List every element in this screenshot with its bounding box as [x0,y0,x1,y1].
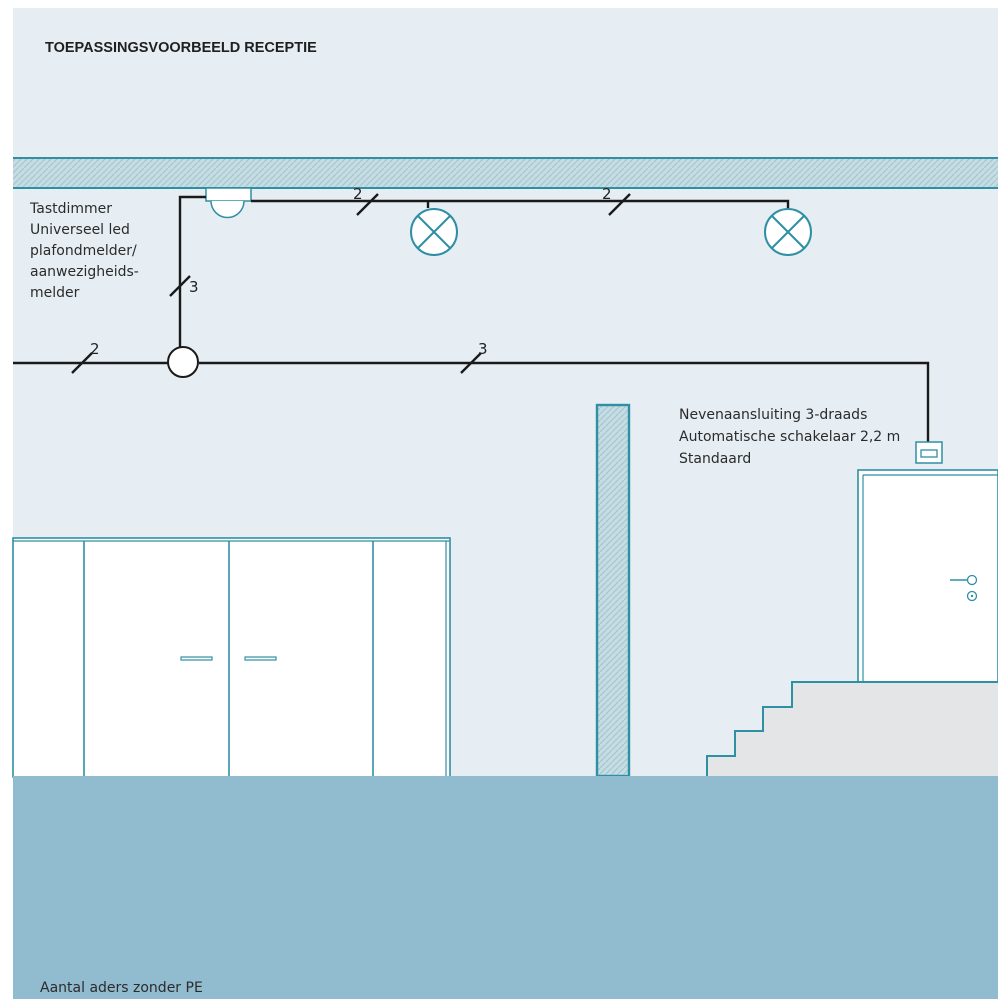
ceiling-detector-icon [205,187,252,219]
wire-count-ceiling-right: 2 [602,185,612,203]
switch-label-line: Automatische schakelaar 2,2 m [679,429,900,445]
column [595,403,631,778]
side-door [857,469,998,683]
footer-note: Aantal aders zonder PE [40,980,203,996]
wire-count-ceiling-left: 2 [353,185,363,203]
wire-count-mains-right: 3 [478,340,488,358]
dimmer-label: Tastdimmer Universeel led plafondmelder/… [29,201,143,301]
door-handle-icon [244,656,277,661]
wall-switch-icon [915,441,943,464]
switch-label-line: Standaard [679,451,751,467]
switch-label: Nevenaansluiting 3-draads Automatische s… [679,407,905,467]
wire-count-riser: 3 [189,278,199,296]
stairs [706,681,998,776]
floor [13,776,998,999]
dimmer-label-line: melder [30,285,80,301]
entrance-doors [12,537,451,778]
wire-count-mains-left: 2 [90,340,100,358]
dimmer-label-line: Universeel led [30,222,130,238]
lamp-cross-icon [764,208,812,256]
dimmer-label-line: Tastdimmer [29,201,112,217]
dimmer-label-line: aanwezigheids- [30,264,139,280]
junction-box-icon [167,346,199,378]
ceiling [13,157,998,189]
diagram-title: TOEPASSINGSVOORBEELD RECEPTIE [45,40,317,56]
door-handle-icon [950,574,978,602]
door-handle-icon [180,656,213,661]
dimmer-label-line: plafondmelder/ [30,243,137,259]
switch-label-line: Nevenaansluiting 3-draads [679,407,867,423]
wiring [13,193,930,442]
lamp-cross-icon [410,208,458,256]
